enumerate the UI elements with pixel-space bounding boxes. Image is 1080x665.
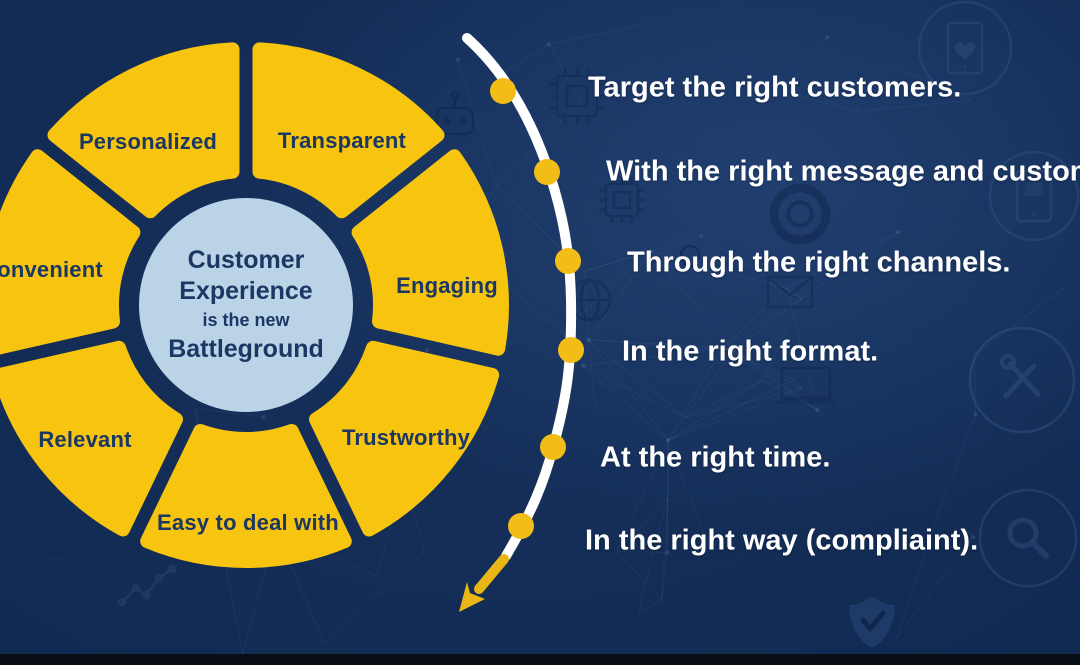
- envelope-icon: [766, 275, 814, 309]
- letterbox-bar: [0, 654, 1080, 665]
- timeline-dot: [534, 159, 560, 185]
- timeline-dot: [540, 434, 566, 460]
- wheel-segment-trustworthy: [309, 340, 500, 537]
- timeline-dot: [555, 248, 581, 274]
- wheel-label-convenient: Convenient: [0, 257, 103, 282]
- wheel-label-personalized: Personalized: [78, 129, 218, 154]
- tools-icon: [968, 326, 1076, 434]
- timeline-dot: [508, 513, 534, 539]
- cx-wheel: [0, 42, 509, 569]
- chip-icon: [549, 68, 605, 124]
- timeline-item-label: Target the right customers.: [588, 71, 962, 104]
- lightbulb-icon: [660, 228, 720, 288]
- center-line-4: Battleground: [168, 335, 324, 363]
- tablet-heart-icon: [917, 0, 1013, 96]
- robot-icon: [435, 90, 475, 136]
- laptop-icon: [774, 366, 838, 404]
- flow-timeline: [459, 33, 584, 612]
- timeline-dot: [490, 78, 516, 104]
- wheel-segment-convenient: [0, 149, 141, 355]
- wheel-segment-relevant: [0, 340, 183, 537]
- tablet-icon: [988, 150, 1080, 242]
- timeline-dot: [558, 337, 584, 363]
- flow-curve: [462, 33, 577, 561]
- center-line-1: Customer: [187, 246, 305, 274]
- flow-arrow-shaft: [474, 554, 509, 594]
- gear-icon: [769, 183, 831, 245]
- center-line-3: is the new: [202, 310, 290, 330]
- chart-line-icon: [117, 564, 177, 607]
- wheel-segment-easy-to-deal-with: [140, 424, 352, 569]
- wheel-center-circle: Customer Experience is the new Battlegro…: [139, 198, 353, 412]
- wheel-label-relevant: Relevant: [38, 427, 132, 452]
- timeline-item-label: In the right way (compliaint).: [585, 524, 979, 557]
- timeline-item-label: With the right message and customer.: [606, 155, 1080, 188]
- wheel-label-easy-to-deal-with: Easy to deal with: [157, 510, 339, 535]
- wheel-label-trustworthy: Trustworthy: [341, 425, 471, 450]
- wheel-segment-transparent: [252, 42, 445, 219]
- timeline-item-label: In the right format.: [622, 335, 879, 368]
- timeline-item-label: At the right time.: [600, 441, 831, 474]
- background-icons-layer: [117, 0, 1080, 648]
- chip-icon: [598, 176, 646, 224]
- wheel-segment-personalized: [47, 42, 240, 219]
- flow-arrowhead-icon: [459, 582, 485, 612]
- timeline-item-label: Through the right channels.: [627, 246, 1011, 279]
- wheel-label-engaging: Engaging: [396, 273, 498, 298]
- shield-check-icon: [849, 596, 895, 648]
- search-icon: [978, 488, 1078, 588]
- wheel-label-transparent: Transparent: [277, 128, 407, 153]
- wheel-segment-engaging: [351, 149, 509, 356]
- center-line-2: Experience: [179, 277, 313, 305]
